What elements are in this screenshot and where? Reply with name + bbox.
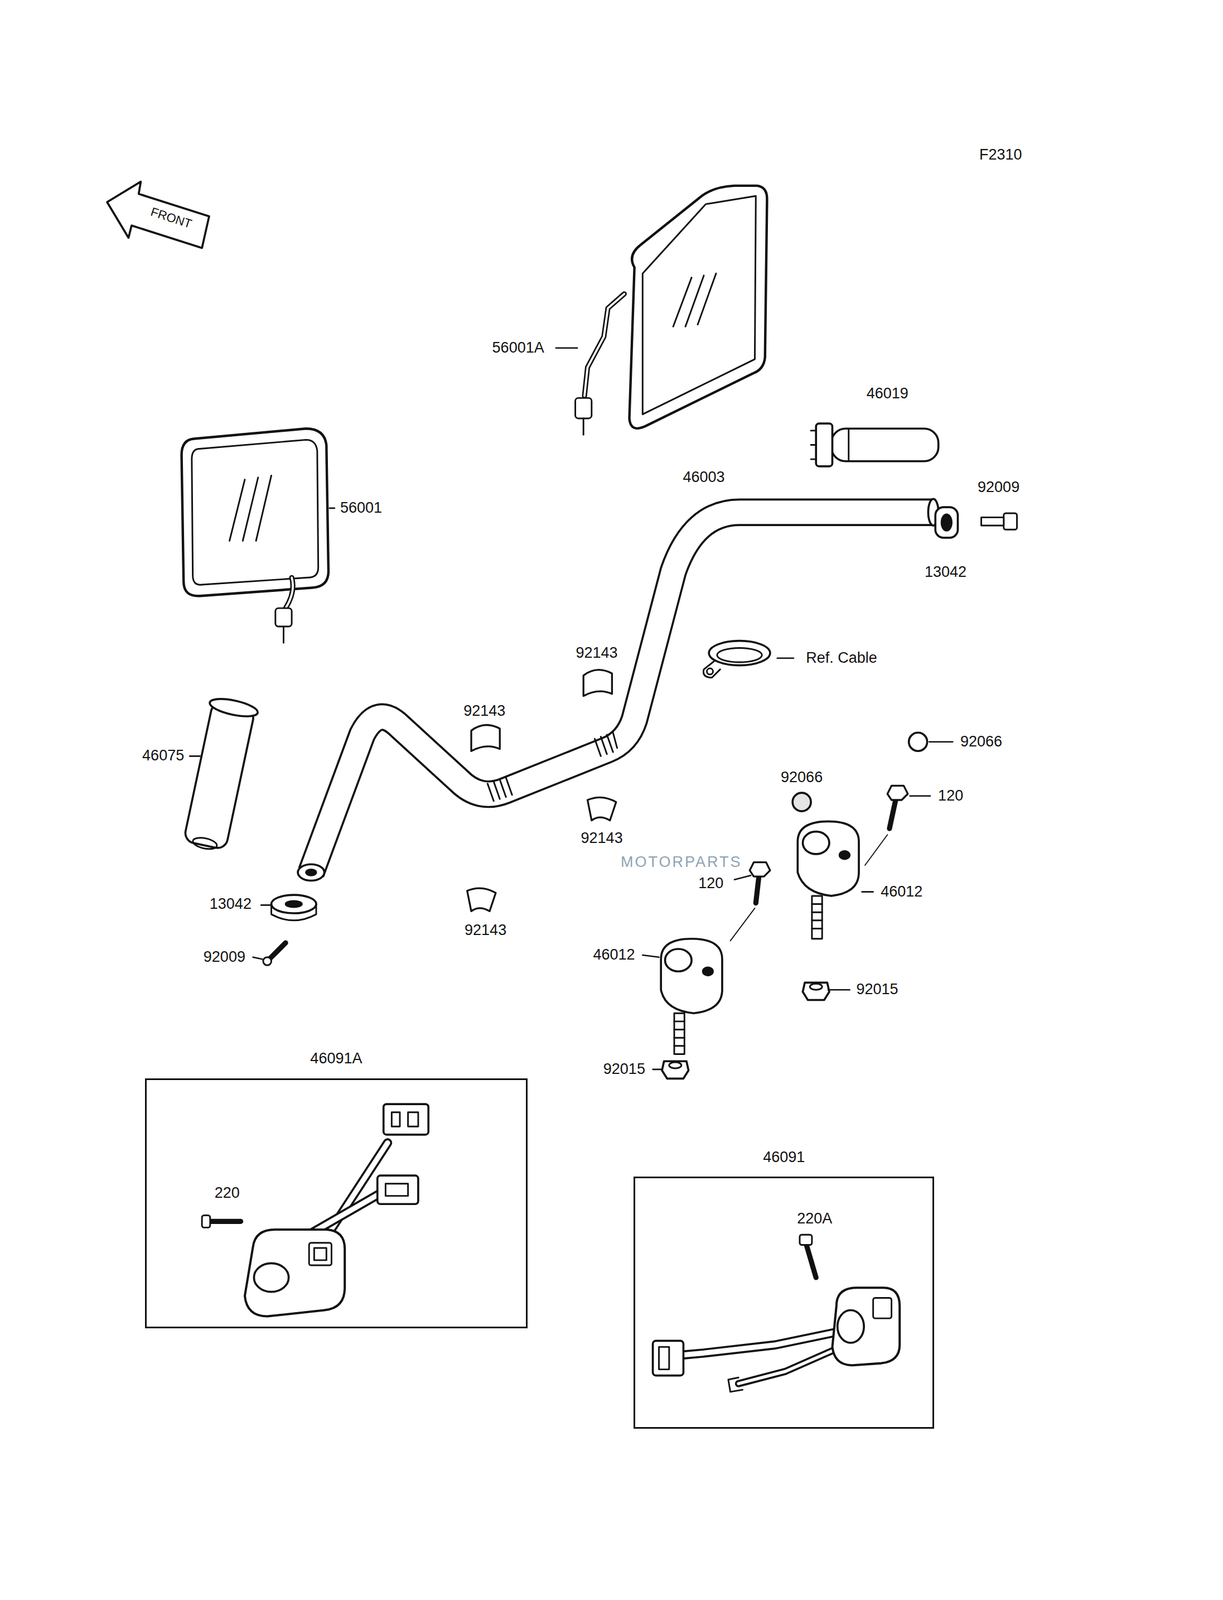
assembly-box: 46091A220	[144, 1078, 528, 1328]
assembly-box: 46091220A	[633, 1176, 935, 1429]
holders	[660, 785, 908, 1079]
callout-number: 92009	[977, 479, 1020, 496]
switch-left	[201, 1103, 429, 1316]
callout-number: 46012	[593, 946, 636, 964]
callout-number: 46075	[142, 747, 185, 765]
callout-number: 56001A	[492, 339, 545, 357]
callout-number: 92066	[780, 769, 823, 786]
bar-end-parts	[263, 506, 1018, 965]
watermark: MOTORPARTS	[620, 853, 743, 871]
callout-number: 92143	[575, 644, 618, 662]
assembly-number: 46091A	[310, 1050, 362, 1067]
callout-number: 92015	[856, 980, 898, 998]
cap	[792, 792, 811, 811]
callout-number: 92015	[603, 1060, 646, 1078]
throttle-grip	[810, 423, 939, 467]
front-arrow	[107, 181, 210, 249]
cap	[909, 732, 928, 751]
callout-number: 46003	[682, 469, 725, 486]
callout-number: 92143	[463, 702, 506, 720]
callout-number: 92143	[581, 830, 623, 848]
callout-number: 46012	[880, 883, 923, 901]
drawing-code: F2310	[979, 146, 1023, 164]
callout-number: 46019	[866, 385, 909, 403]
callout-number: 220	[214, 1184, 240, 1202]
callout-number: 13042	[209, 895, 252, 913]
callout-number: 92066	[960, 733, 1003, 751]
callout-number: 120	[938, 787, 964, 805]
left-grip	[180, 695, 260, 854]
callout-number: 120	[698, 875, 724, 892]
callout-number: 92143	[464, 921, 507, 939]
cable-clamp	[703, 640, 770, 678]
assembly-number: 46091	[762, 1148, 805, 1166]
callout-number: 92009	[203, 948, 246, 966]
switch-right	[653, 1234, 901, 1392]
callout-number: 220A	[796, 1210, 833, 1227]
leader-lines	[189, 347, 953, 1070]
reference-note: Ref. Cable	[805, 649, 878, 667]
mirror-left	[181, 428, 329, 643]
mirror-right	[575, 185, 768, 435]
callout-number: 56001	[340, 499, 383, 517]
callout-number: 13042	[924, 563, 967, 581]
